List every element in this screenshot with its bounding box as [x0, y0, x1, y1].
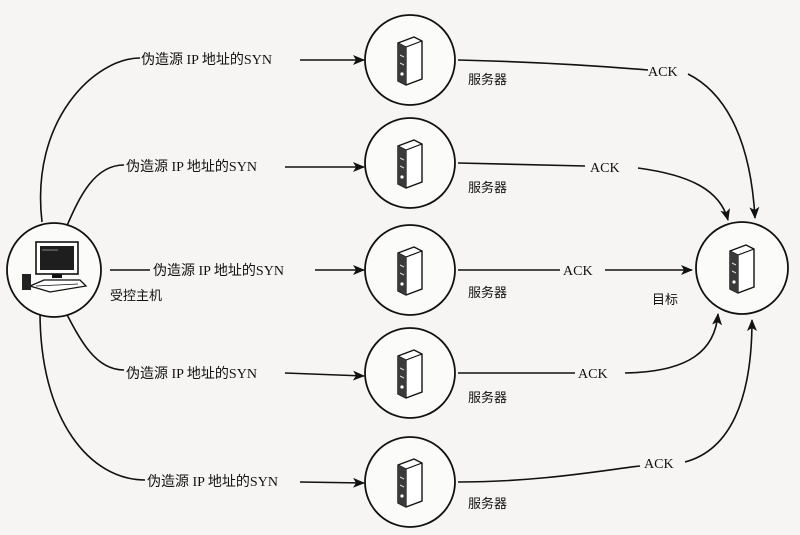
server-label-1: 服务器	[468, 72, 507, 88]
syn-label-4: 伪造源 IP 地址的SYN	[126, 366, 257, 382]
syn-label-3: 伪造源 IP 地址的SYN	[153, 263, 284, 279]
ack-label-5: ACK	[644, 457, 674, 472]
syn-wire-1	[39, 58, 364, 223]
syn-label-5: 伪造源 IP 地址的SYN	[147, 474, 278, 490]
server-node-1	[364, 14, 456, 106]
ack-label-4: ACK	[578, 367, 608, 382]
syn-wire-5	[39, 311, 364, 483]
server-node-3	[364, 224, 456, 316]
server-node-4	[364, 327, 456, 419]
server-label-2: 服务器	[468, 180, 507, 196]
ack-label-1: ACK	[648, 65, 678, 80]
ack-label-2: ACK	[590, 161, 620, 176]
server-node-5	[364, 436, 456, 528]
ack-wire-5	[457, 320, 752, 483]
ack-wire-4	[458, 314, 718, 374]
ack-wires	[457, 59, 755, 483]
host-label: 受控主机	[110, 289, 162, 304]
syn-wire-4	[61, 304, 364, 376]
syn-labels: 伪造源 IP 地址的SYN 伪造源 IP 地址的SYN 伪造源 IP 地址的SY…	[126, 52, 284, 490]
ack-labels: ACK ACK ACK ACK ACK	[563, 65, 678, 472]
server-label-4: 服务器	[468, 390, 507, 406]
server-label-5: 服务器	[468, 496, 507, 512]
server-tower-icon	[397, 36, 423, 86]
syn-wire-2	[65, 165, 364, 229]
ack-wire-1	[457, 59, 755, 218]
controlled-host-node	[6, 222, 102, 318]
server-label-3: 服务器	[468, 285, 507, 301]
syn-label-1: 伪造源 IP 地址的SYN	[141, 52, 272, 68]
ack-wire-2	[457, 162, 728, 220]
server-node-2	[364, 117, 456, 209]
target-node	[695, 221, 789, 315]
server-tower-icon	[397, 349, 423, 399]
ack-label-3: ACK	[563, 264, 593, 279]
desktop-computer-icon	[22, 241, 88, 293]
target-label: 目标	[652, 293, 678, 308]
server-tower-icon	[397, 139, 423, 189]
server-tower-icon	[729, 244, 755, 294]
syn-label-2: 伪造源 IP 地址的SYN	[126, 159, 257, 175]
server-tower-icon	[397, 458, 423, 508]
server-tower-icon	[397, 246, 423, 296]
